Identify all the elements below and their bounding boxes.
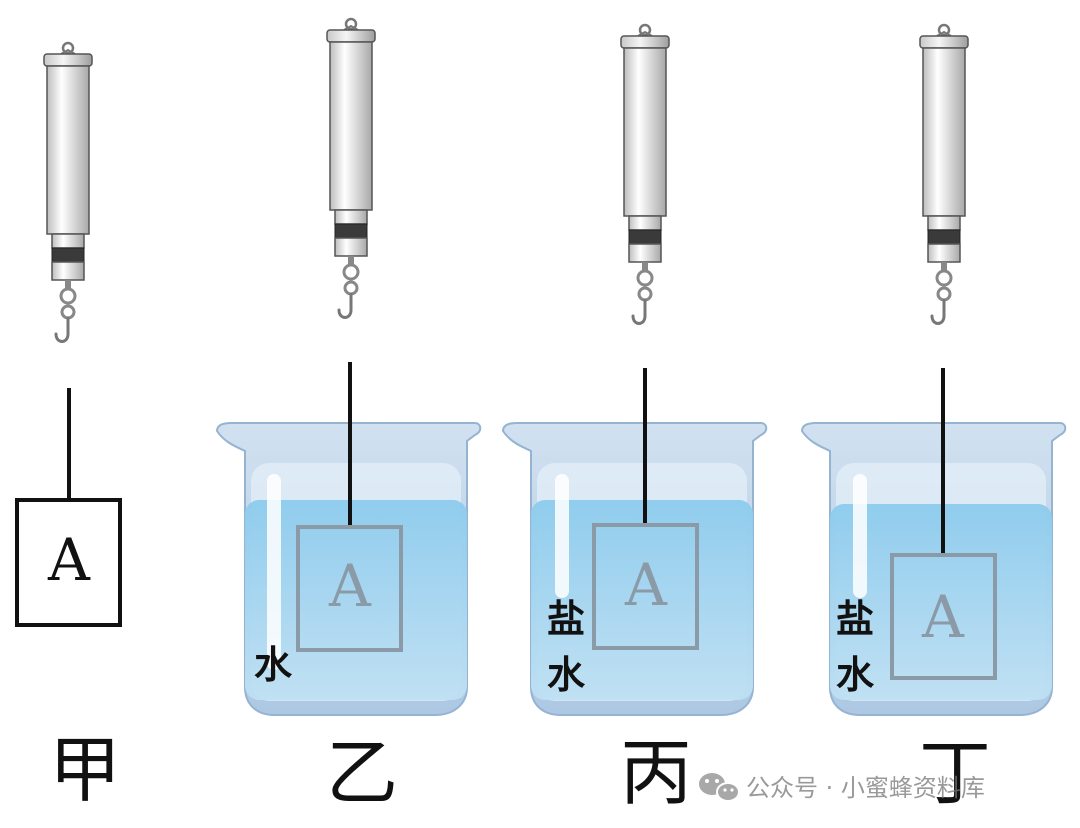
block-a [592, 523, 699, 650]
panel-label-ding: 丁 [919, 731, 991, 815]
setup-ding: A 盐 水 丁 [801, 23, 1067, 815]
liquid-label-bottom: 水 [836, 653, 875, 697]
block-letter: A [921, 583, 965, 651]
setup-bing: A 盐 水 丙 [502, 23, 768, 815]
liquid-label: 水 [254, 643, 293, 687]
wechat-icon [699, 773, 740, 802]
watermark: 公众号 · 小蜜蜂资料库 [699, 773, 985, 802]
liquid-label-top: 盐 [836, 597, 874, 641]
setup-jia: A 甲 [15, 41, 122, 812]
block-a [296, 525, 403, 652]
block-a [890, 553, 997, 680]
panel-label-jia: 甲 [49, 728, 121, 812]
setup-yi: A 水 乙 [216, 17, 482, 815]
liquid-label-top: 盐 [547, 597, 585, 641]
block-letter: A [624, 551, 668, 619]
watermark-text: 公众号 · 小蜜蜂资料库 [746, 774, 985, 802]
liquid-label-bottom: 水 [547, 653, 586, 697]
panel-label-yi: 乙 [326, 731, 398, 815]
block-a [15, 498, 122, 627]
panel-label-bing: 丙 [620, 731, 692, 815]
block-letter: A [328, 552, 372, 620]
block-letter: A [47, 526, 91, 594]
